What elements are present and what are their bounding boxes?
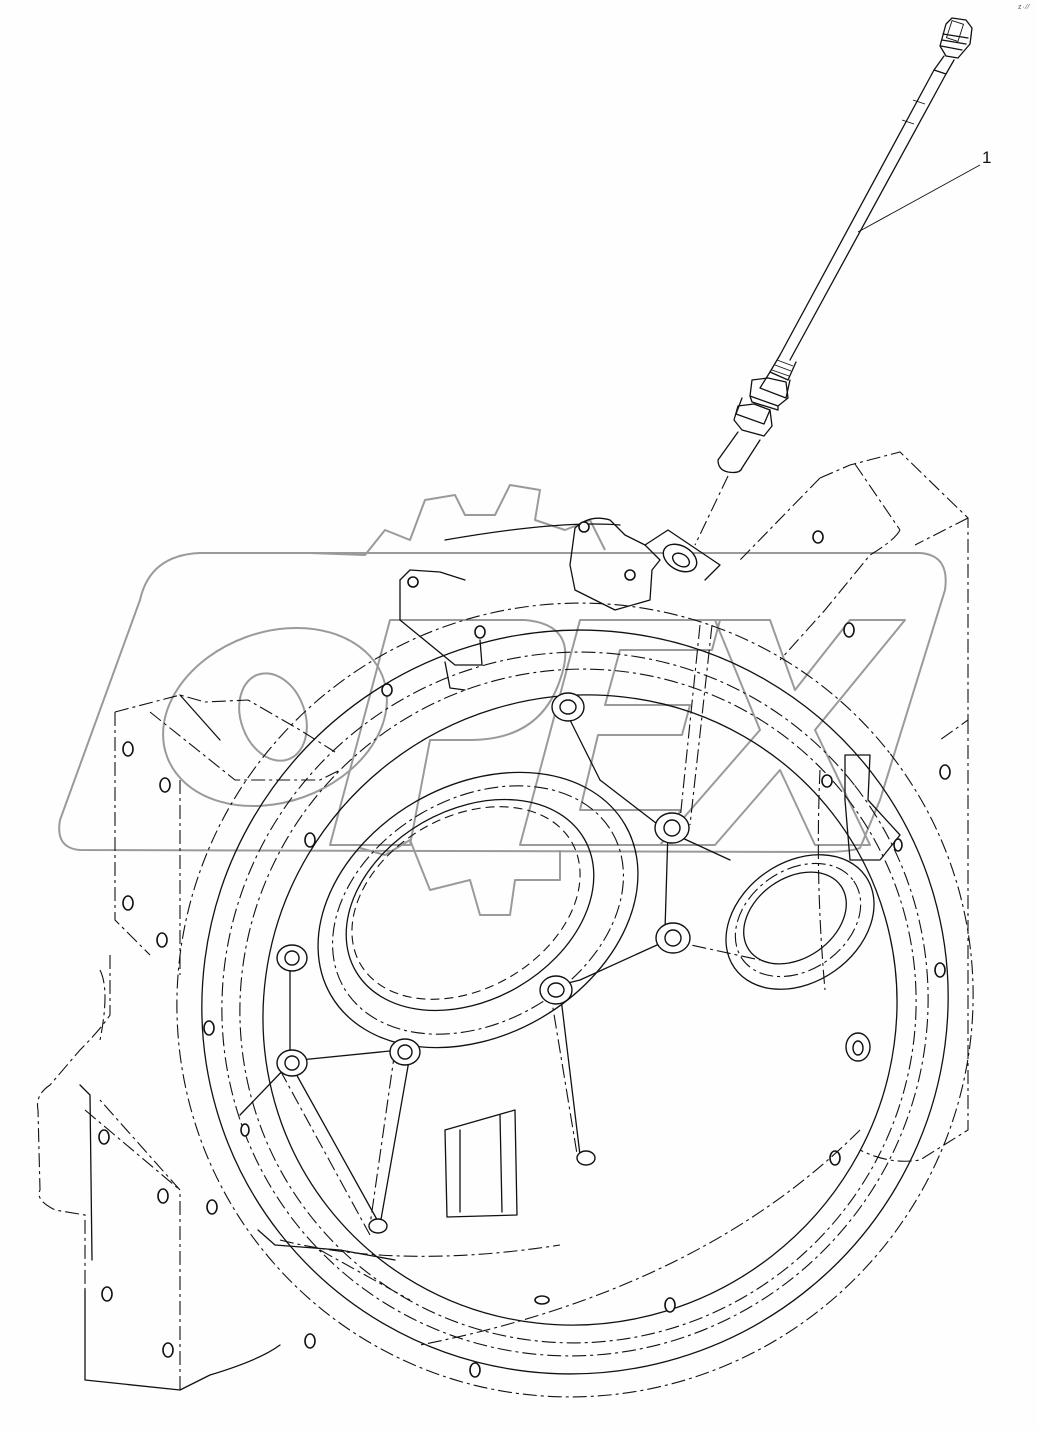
secondary-bore (725, 854, 875, 990)
corner-mark: z·⁄⁄ (1018, 4, 1031, 11)
crankshaft-bore (317, 771, 639, 1049)
rib-bosses (276, 692, 871, 1234)
flange-bolt-holes (203, 622, 951, 1378)
sensor-grommet (769, 354, 797, 381)
watermark-opex (58, 484, 947, 916)
sensor-axis-line (694, 475, 729, 546)
inspection-window (444, 1109, 518, 1218)
flywheel-housing-part[interactable] (17, 442, 1037, 1431)
callout-label-1: 1 (982, 148, 992, 167)
housing-rear-right-block (739, 451, 969, 1162)
housing-left-block (114, 694, 341, 975)
sensor-body (717, 371, 791, 474)
housing-top-pads (381, 517, 721, 697)
housing-lower-left (36, 955, 281, 1391)
sensor-connector (933, 17, 973, 75)
housing-ribs (239, 624, 761, 1236)
callout-1-leader (857, 164, 981, 233)
housing-lower-arcs (257, 1129, 861, 1346)
housing-flange-ring (176, 602, 974, 1398)
sensor-cable (779, 69, 947, 361)
speed-sensor-part[interactable] (694, 17, 973, 546)
housing-right-pad (817, 754, 903, 991)
